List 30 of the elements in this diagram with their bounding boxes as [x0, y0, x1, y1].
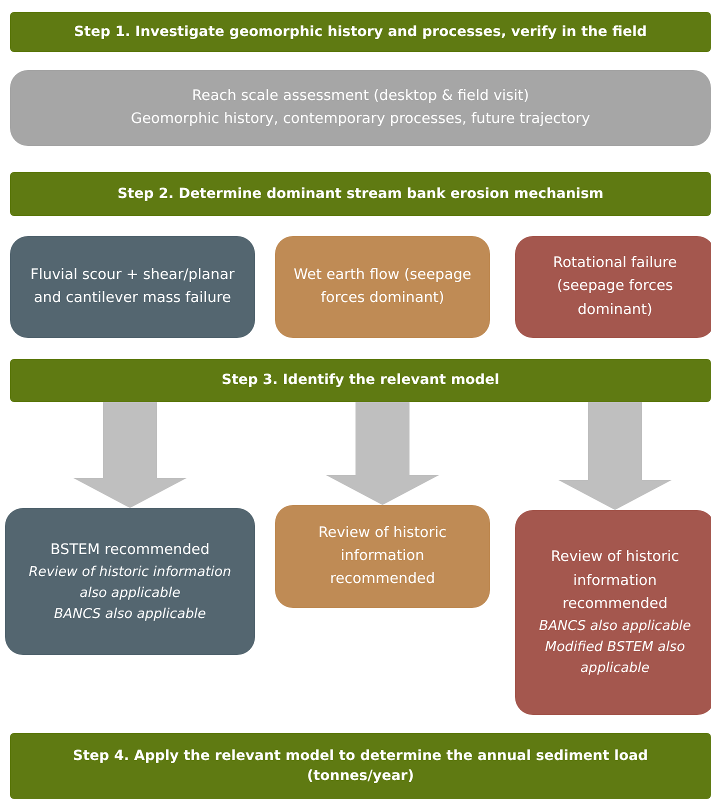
box-text: Reach scale assessment (desktop & field visit) [192, 86, 529, 106]
box-text: BANCS also applicable [54, 604, 206, 624]
step-banner [10, 733, 711, 799]
mechanism-box [275, 236, 490, 338]
block-arrow [558, 402, 672, 510]
box-text: BSTEM recommended [50, 540, 210, 560]
block-arrow [73, 402, 187, 508]
box-text: Rotational failure (seepage forces dominant) [552, 254, 678, 320]
model-box [5, 508, 255, 655]
step-banner [10, 12, 711, 52]
box-text: Review of historic information also applicable [28, 562, 232, 603]
step-title: Step 4. Apply the relevant model to determine the annual sediment load (tonnes/year) [72, 746, 650, 786]
step-banner [10, 359, 711, 402]
step-title: Step 3. Identify the relevant model [222, 371, 500, 390]
assessment-box [10, 70, 711, 146]
model-box [515, 510, 711, 715]
step-title: Step 2. Determine dominant stream bank erosion mechanism [117, 184, 604, 204]
mechanism-box [10, 236, 255, 338]
box-text: Wet earth flow (seepage forces dominant) [293, 266, 472, 308]
mechanism-box [515, 236, 711, 338]
step-banner [10, 172, 711, 216]
box-text: Modified BSTEM also applicable [544, 638, 686, 678]
box-text: Geomorphic history, contemporary processes, future trajectory [130, 110, 590, 129]
box-text: Review of historic information recommended [550, 548, 680, 614]
step-title: Step 1. Investigate geomorphic history and processes, verify in the field [74, 22, 647, 42]
box-text: Review of historic information recommended [317, 524, 448, 590]
model-box [275, 505, 490, 608]
box-text: Fluvial scour + shear/planar and cantilever mass failure [29, 266, 236, 308]
box-text: BANCS also applicable [539, 616, 691, 636]
block-arrow [326, 402, 440, 505]
